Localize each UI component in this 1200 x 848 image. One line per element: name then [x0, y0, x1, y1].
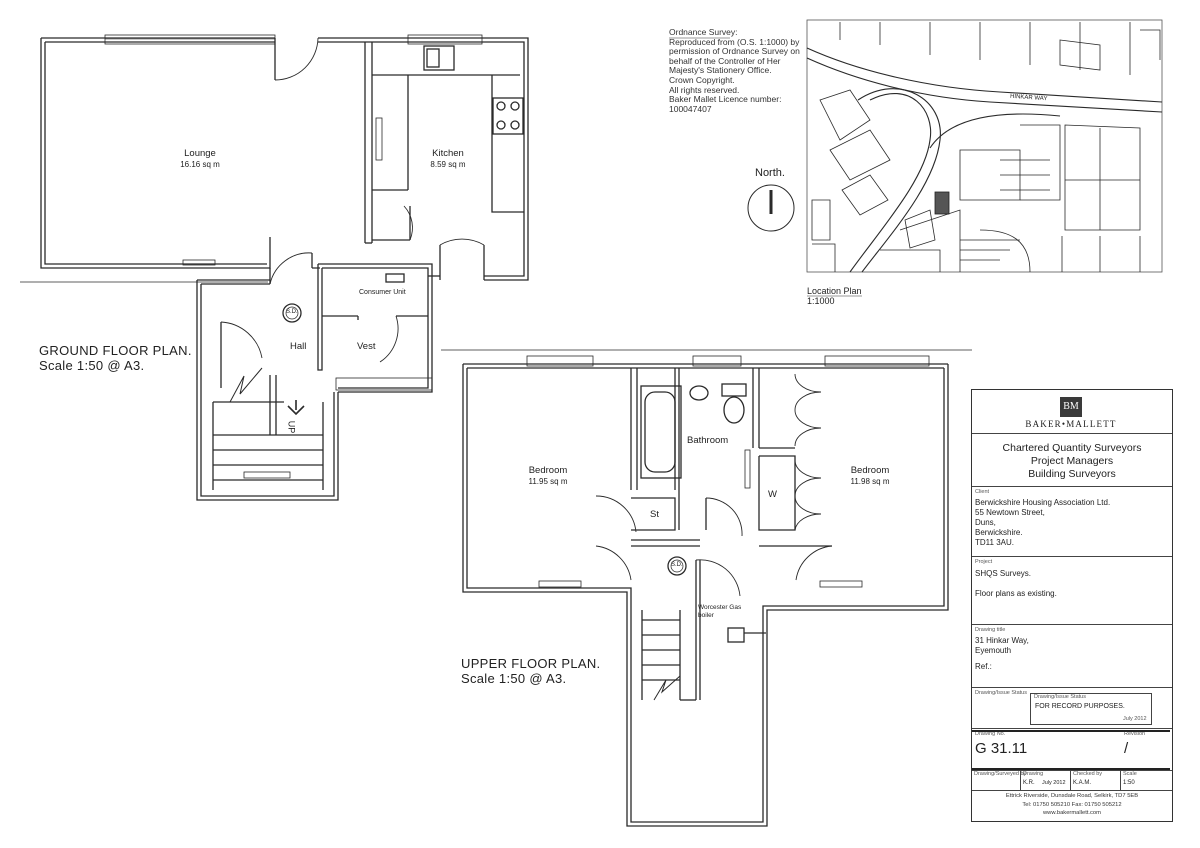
os-line: behalf of the Controller of Her: [669, 55, 781, 66]
drawing-details: 31 Hinkar Way, Eyemouth Ref.:: [975, 636, 1029, 672]
drawing-line: Eyemouth: [975, 646, 1012, 655]
stair-up-label: UP: [286, 420, 297, 434]
drawn-by-value: K.R.: [1023, 780, 1035, 786]
drawing-no-caption: Drawing No.: [975, 731, 1006, 737]
lounge-name: Lounge: [184, 148, 216, 159]
os-line: Crown Copyright.: [669, 74, 735, 85]
services-list: Chartered Quantity Surveyors Project Man…: [972, 442, 1172, 481]
company-address: Ettrick Riverside, Dunsdale Road, Selkir…: [972, 792, 1172, 818]
consumer-unit-label: Consumer Unit: [359, 289, 406, 296]
bedroom-left-name: Bedroom: [528, 465, 568, 476]
bedroom-left-area: 11.95 sq m: [528, 477, 568, 486]
lounge-area: 16.16 sq m: [180, 160, 220, 169]
meta-row: Drawing/Surveyed by K.R. Drawing July 20…: [972, 770, 1172, 790]
smoke-detector-label-ground: S.D.: [286, 309, 298, 315]
os-line: All rights reserved.: [669, 84, 740, 95]
os-line: 100047407: [669, 103, 712, 114]
bedroom-right-label: Bedroom 11.98 sq m: [835, 465, 905, 487]
client-line: TD11 3AU.: [975, 538, 1014, 547]
client-line: 55 Newtown Street,: [975, 508, 1045, 517]
client-details: Berwickshire Housing Association Ltd. 55…: [975, 498, 1110, 548]
client-caption: Client: [975, 489, 990, 495]
project-line: [975, 579, 1057, 589]
title-block: BM BAKER•MALLETT Chartered Quantity Surv…: [971, 389, 1173, 822]
bathroom-label: Bathroom: [687, 435, 729, 446]
address-line: Ettrick Riverside, Dunsdale Road, Selkir…: [1005, 793, 1139, 799]
os-line: permission of Ordnance Survey on: [669, 46, 800, 57]
scale-value: 1:50: [1123, 780, 1135, 786]
wardrobe-label: W: [768, 489, 777, 500]
revision-value: /: [1124, 740, 1129, 757]
location-plan-caption: Location Plan 1:1000: [807, 286, 862, 306]
kitchen-name: Kitchen: [432, 148, 464, 159]
date-caption: Drawing: [1023, 771, 1044, 777]
address-line: Tel: 01750 505210 Fax: 01750 505212: [1022, 801, 1122, 808]
location-plan-scale: 1:1000: [807, 296, 835, 306]
north-arrow-symbol: [747, 184, 795, 232]
vest-label: Vest: [357, 341, 376, 352]
ground-floor-title-block: GROUND FLOOR PLAN. Scale 1:50 @ A3.: [39, 343, 192, 373]
client-line: Berwickshire Housing Association Ltd.: [975, 498, 1111, 507]
drawing-line: 31 Hinkar Way,: [975, 636, 1029, 645]
os-line: Reproduced from (O.S. 1:1000) by: [669, 36, 800, 47]
checked-caption: Checked by: [1073, 771, 1103, 777]
boiler-label-line2: boiler: [698, 612, 714, 619]
os-line: Majesty's Stationery Office.: [669, 65, 772, 76]
date-value: July 2012: [1042, 780, 1066, 786]
north-label: North.: [755, 167, 785, 179]
upper-floor-walls: [441, 349, 972, 827]
drawing-no-box: [972, 730, 1170, 770]
smoke-detector-label-upper: S.D.: [671, 562, 683, 568]
service-item: Project Managers: [1030, 455, 1114, 467]
upper-floor-title-block: UPPER FLOOR PLAN. Scale 1:50 @ A3.: [461, 656, 600, 686]
lounge-label: Lounge 16.16 sq m: [165, 148, 235, 170]
service-item: Chartered Quantity Surveyors: [1002, 442, 1142, 454]
store-label: St: [650, 509, 659, 520]
bedroom-right-name: Bedroom: [850, 465, 890, 476]
upper-floor-title: UPPER FLOOR PLAN.: [461, 656, 601, 671]
scale-caption: Scale: [1123, 771, 1137, 777]
drawing-line: Ref.:: [975, 662, 992, 671]
checked-value: K.A.M.: [1073, 780, 1092, 786]
status-box: Drawing/Issue Status FOR RECORD PURPOSES…: [1030, 693, 1152, 725]
hall-label: Hall: [290, 341, 307, 352]
status-date: July 2012: [1123, 716, 1147, 722]
project-caption: Project: [975, 559, 993, 565]
company-logo: BM: [1060, 397, 1082, 417]
company-name: BAKER•MALLETT: [1025, 419, 1117, 429]
drawn-by-caption: Drawing/Surveyed by: [974, 771, 1027, 777]
client-line: Berwickshire.: [975, 528, 1023, 537]
os-heading: Ordnance Survey:: [669, 27, 738, 37]
bedroom-right-area: 11.98 sq m: [850, 477, 890, 486]
location-plan-map: [806, 19, 1163, 273]
project-line: SHQS Surveys.: [975, 569, 1032, 578]
ground-floor-scale: Scale 1:50 @ A3.: [39, 358, 145, 373]
os-line: Baker Mallet Licence number:: [669, 94, 782, 105]
client-line: Duns,: [975, 518, 996, 527]
status-inner-caption: Drawing/Issue Status: [1034, 694, 1086, 700]
boiler-label: Worcester Gas boiler: [698, 604, 741, 620]
location-plan-title: Location Plan: [807, 286, 862, 296]
project-line: Floor plans as existing.: [975, 589, 1057, 598]
ground-floor-walls: [20, 34, 529, 501]
drawing-number: G 31.11: [975, 740, 1028, 757]
kitchen-area: 8.59 sq m: [430, 160, 466, 169]
boiler-label-line1: Worcester Gas: [698, 604, 742, 611]
ground-floor-title: GROUND FLOOR PLAN.: [39, 343, 192, 358]
upper-floor-scale: Scale 1:50 @ A3.: [461, 671, 567, 686]
status-text: FOR RECORD PURPOSES.: [1035, 703, 1125, 710]
ordnance-survey-note: Ordnance Survey: Reproduced from (O.S. 1…: [669, 27, 805, 114]
drawing-caption: Drawing title: [975, 627, 1006, 633]
revision-caption: Revision: [1124, 731, 1146, 737]
bedroom-left-label: Bedroom 11.95 sq m: [513, 465, 583, 487]
service-item: Building Surveyors: [1028, 468, 1116, 480]
address-line: www.bakermallett.com: [1043, 810, 1101, 816]
status-caption: Drawing/Issue Status: [975, 690, 1027, 696]
project-details: SHQS Surveys. Floor plans as existing.: [975, 569, 1057, 599]
kitchen-label: Kitchen 8.59 sq m: [417, 148, 479, 170]
